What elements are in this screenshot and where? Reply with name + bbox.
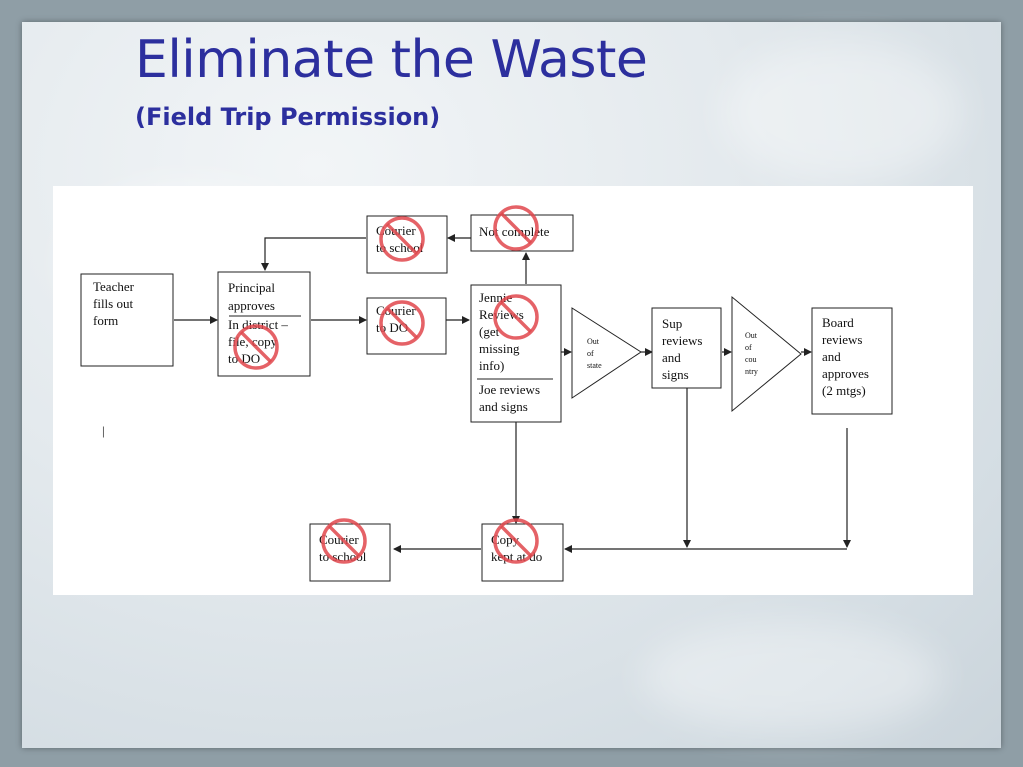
node-board (811, 307, 893, 415)
flowchart: | Teacher fills out form Principal appro… (80, 205, 893, 582)
slide-subtitle: (Field Trip Permission) (135, 103, 441, 131)
node-principal (217, 271, 311, 377)
background-texture (722, 42, 962, 182)
label-out-of-country: Out of cou ntry (745, 331, 759, 376)
arrow-courier-to-principal (261, 237, 366, 271)
label-principal-approves: Principal approves (228, 280, 278, 313)
connectors (174, 234, 851, 553)
label-sup: Sup reviews and signs (662, 316, 706, 382)
node-out-of-country (731, 295, 802, 413)
slide-title: Eliminate the Waste (135, 30, 648, 90)
label-joe: Joe reviews and signs (479, 382, 543, 414)
label-board: Board reviews and approves (2 mtgs) (822, 315, 872, 398)
label-teacher: Teacher fills out form (93, 279, 137, 328)
background-texture (642, 622, 942, 732)
label-out-of-state: Out of state (587, 337, 602, 370)
node-not-complete (470, 214, 574, 252)
stray-mark: | (102, 423, 105, 438)
flowchart-panel: | Teacher fills out form Principal appro… (53, 186, 973, 595)
node-teacher (80, 273, 174, 367)
node-out-of-state (571, 307, 642, 399)
node-sup (651, 307, 722, 389)
node-jennie (470, 284, 562, 423)
